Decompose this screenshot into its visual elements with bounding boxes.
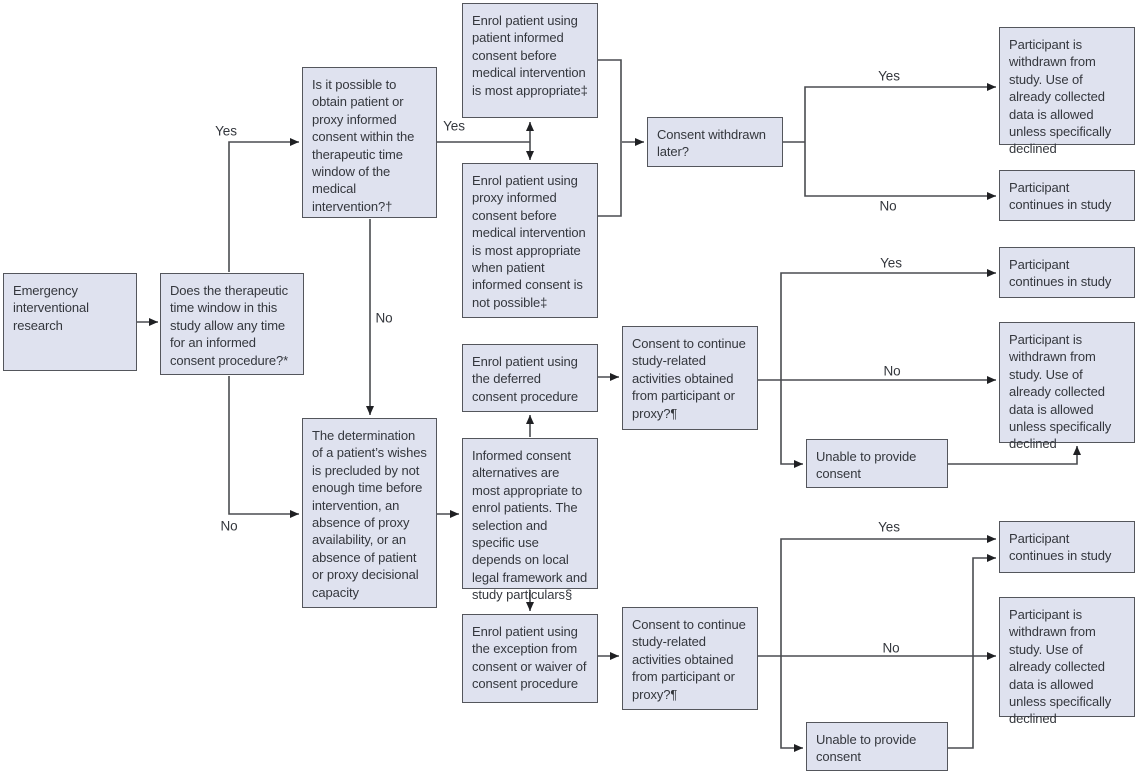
edge-label-yes-time-window: Yes (215, 123, 237, 139)
edge-label-no-continue-mid: No (883, 363, 901, 379)
node-obtain-consent-question: Is it possible to obtain patient or prox… (302, 67, 437, 218)
edge-label-no-continue-bottom: No (882, 640, 900, 656)
edge-label-no-withdrawn: No (879, 198, 897, 214)
node-unable-consent-mid: Unable to provide consent (806, 439, 948, 488)
node-emergency: Emergency interventional research (3, 273, 137, 371)
edge-label-yes-withdrawn: Yes (878, 68, 900, 84)
node-consent-continue-question-mid: Consent to continue study-related activi… (622, 326, 758, 430)
node-enrol-proxy-consent: Enrol patient using proxy informed conse… (462, 163, 598, 318)
node-consent-alternatives: Informed consent alternatives are most a… (462, 438, 598, 602)
node-participant-continues-top: Participant continues in study (999, 170, 1135, 221)
edge-label-yes-obtain: Yes (443, 118, 465, 134)
node-participant-continues-mid: Participant continues in study (999, 247, 1135, 298)
node-determination-precluded: The determination of a patient’s wishes … (302, 418, 437, 608)
edge-label-no-time-window: No (220, 518, 238, 534)
node-participant-withdrawn-mid: Participant is withdrawn from study. Use… (999, 322, 1135, 451)
node-participant-withdrawn-bottom: Participant is withdrawn from study. Use… (999, 597, 1135, 726)
node-participant-continues-bottom: Participant continues in study (999, 521, 1135, 573)
node-consent-withdrawn-question: Consent withdrawn later? (647, 117, 783, 167)
node-participant-withdrawn-top: Participant is withdrawn from study. Use… (999, 27, 1135, 156)
node-unable-consent-bottom: Unable to provide consent (806, 722, 948, 771)
node-enrol-deferred-consent: Enrol patient using the deferred consent… (462, 344, 598, 412)
edge-label-no-obtain: No (375, 310, 393, 326)
node-consent-continue-question-bottom: Consent to continue study-related activi… (622, 607, 758, 710)
node-enrol-patient-consent: Enrol patient using patient informed con… (462, 3, 598, 118)
edge-label-yes-continue-bottom: Yes (878, 519, 900, 535)
node-time-window-question: Does the therapeutic time window in this… (160, 273, 304, 375)
node-enrol-exception-waiver: Enrol patient using the exception from c… (462, 614, 598, 703)
edge-label-yes-continue-mid: Yes (880, 255, 902, 271)
